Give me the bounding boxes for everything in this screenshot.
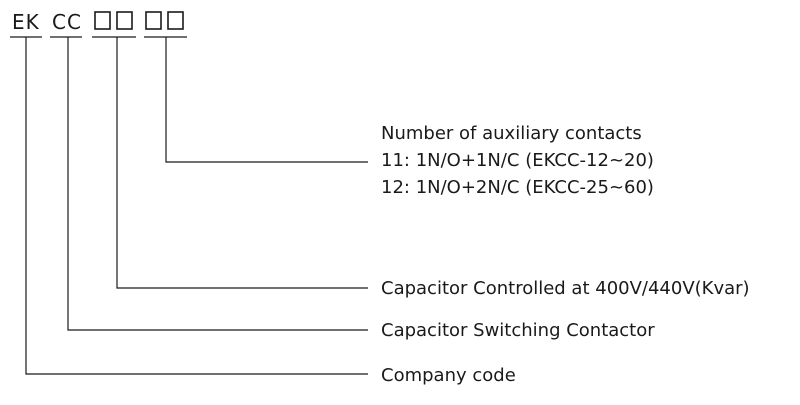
label-capacity: Capacitor Controlled at 400V/440V(Kvar)	[381, 278, 750, 299]
placeholder-box-aux-2	[167, 11, 184, 30]
leader-line-capacity	[116, 37, 368, 289]
leader-line-aux	[165, 37, 368, 163]
code-segment-company: EK	[12, 10, 40, 34]
placeholder-box-capacity-1	[94, 11, 111, 30]
placeholder-box-capacity-2	[116, 11, 133, 30]
label-series: Capacitor Switching Contactor	[381, 320, 655, 341]
label-aux-option-1: 11: 1N/O+1N/C (EKCC-12~20)	[381, 150, 654, 171]
label-aux-title: Number of auxiliary contacts	[381, 123, 642, 144]
code-segment-series: CC	[52, 10, 82, 34]
label-aux-option-2: 12: 1N/O+2N/C (EKCC-25~60)	[381, 177, 654, 198]
placeholder-box-aux-1	[145, 11, 162, 30]
label-company: Company code	[381, 365, 516, 386]
leader-line-series	[67, 37, 368, 331]
leader-line-company	[25, 37, 368, 375]
